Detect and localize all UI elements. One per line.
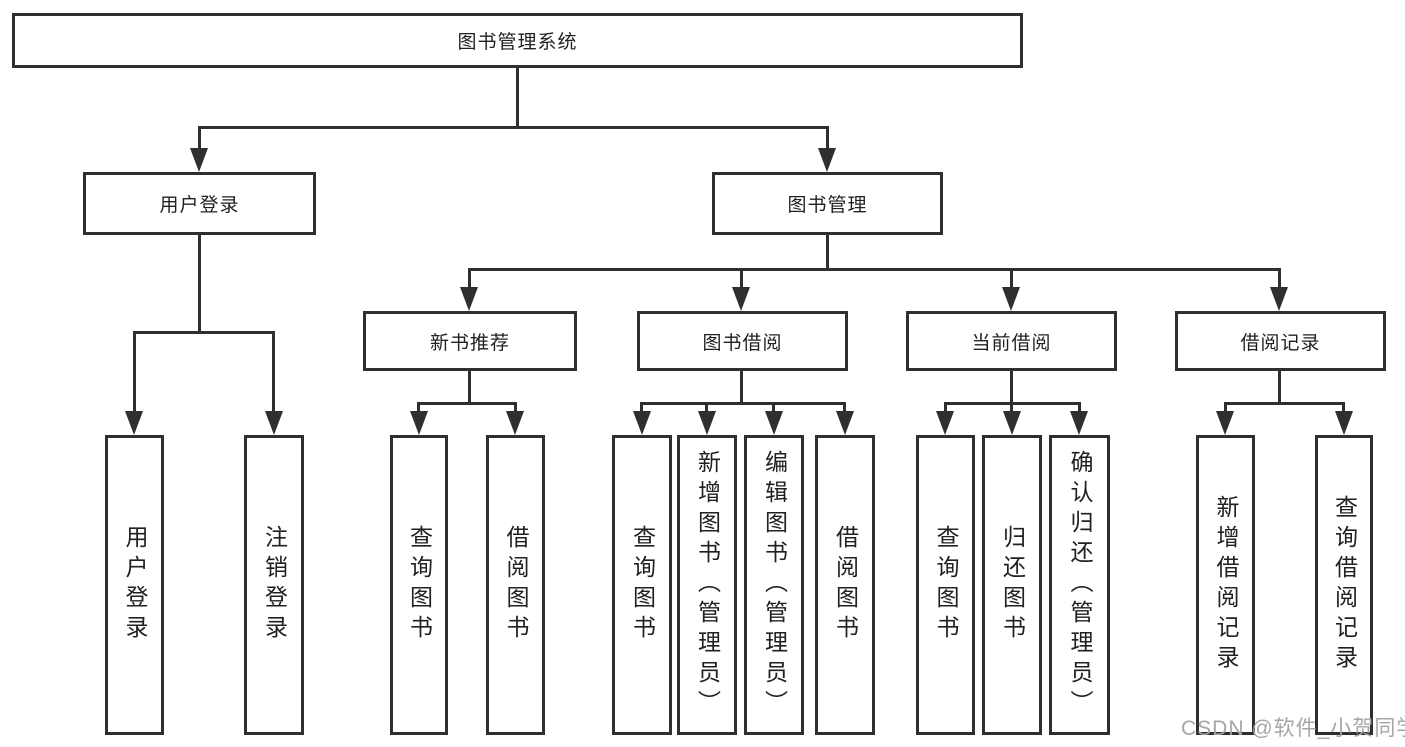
leaf-label: 查询图书 <box>629 525 656 645</box>
leaf-query-books-borrow: 查询图书 <box>612 435 672 735</box>
connector-line <box>772 402 775 415</box>
connector-line <box>740 371 743 405</box>
connector-line <box>1010 371 1013 405</box>
node-borrow-records: 借阅记录 <box>1175 311 1386 371</box>
connector-line <box>740 268 743 293</box>
leaf-borrow-books-recommend: 借阅图书 <box>486 435 545 735</box>
node-root-system: 图书管理系统 <box>12 13 1023 68</box>
connector-line <box>640 402 845 405</box>
arrow-down-icon <box>633 411 651 435</box>
leaf-label: 新增借阅记录 <box>1213 495 1239 675</box>
connector-line <box>1010 402 1013 415</box>
leaf-label: 查询借阅记录 <box>1331 495 1358 675</box>
leaf-user-login: 用户登录 <box>105 435 164 735</box>
connector-line <box>468 268 471 293</box>
arrow-down-icon <box>460 287 478 311</box>
arrow-down-icon <box>1070 411 1088 435</box>
leaf-edit-books-admin: 编辑图书（管理员） <box>744 435 804 735</box>
leaf-label: 查询图书 <box>933 525 959 645</box>
arrow-down-icon <box>265 411 283 435</box>
connector-line <box>514 402 517 415</box>
arrow-down-icon <box>125 411 143 435</box>
arrow-down-icon <box>698 411 716 435</box>
leaf-label: 用户登录 <box>122 525 148 645</box>
connector-line <box>826 235 829 271</box>
connector-line <box>516 68 519 128</box>
connector-line <box>198 126 829 129</box>
connector-line <box>133 331 275 334</box>
leaf-label: 编辑图书（管理员） <box>761 450 788 720</box>
connector-line <box>133 331 136 415</box>
connector-line <box>198 126 201 154</box>
connector-line <box>640 402 643 415</box>
leaf-confirm-return-admin: 确认归还（管理员） <box>1049 435 1110 735</box>
leaf-query-books-recommend: 查询图书 <box>390 435 448 735</box>
connector-line <box>1224 402 1227 415</box>
arrow-down-icon <box>936 411 954 435</box>
connector-line <box>468 268 1281 271</box>
connector-line <box>944 402 947 415</box>
connector-line <box>417 402 420 415</box>
arrow-down-icon <box>836 411 854 435</box>
leaf-return-books: 归还图书 <box>982 435 1042 735</box>
connector-line <box>198 235 201 334</box>
connector-line <box>1078 402 1081 415</box>
arrow-down-icon <box>506 411 524 435</box>
arrow-down-icon <box>765 411 783 435</box>
leaf-label: 注销登录 <box>261 525 288 645</box>
arrow-down-icon <box>732 287 750 311</box>
connector-line <box>417 402 517 405</box>
leaf-query-borrow-record: 查询借阅记录 <box>1315 435 1373 735</box>
connector-line <box>1224 402 1345 405</box>
arrow-down-icon <box>818 148 836 172</box>
arrow-down-icon <box>190 148 208 172</box>
connector-line <box>272 331 275 415</box>
leaf-label: 借阅图书 <box>832 525 859 645</box>
leaf-label: 新增图书（管理员） <box>694 450 721 720</box>
arrow-down-icon <box>1002 287 1020 311</box>
csdn-watermark: CSDN @软件_小贺同学 <box>1181 717 1405 740</box>
leaf-label: 借阅图书 <box>503 525 529 645</box>
leaf-label: 确认归还（管理员） <box>1067 450 1093 720</box>
node-book-borrow: 图书借阅 <box>637 311 848 371</box>
leaf-query-books-current: 查询图书 <box>916 435 975 735</box>
connector-line <box>1342 402 1345 415</box>
arrow-down-icon <box>1335 411 1353 435</box>
arrow-down-icon <box>1003 411 1021 435</box>
node-new-book-recommend: 新书推荐 <box>363 311 577 371</box>
leaf-add-books-admin: 新增图书（管理员） <box>677 435 737 735</box>
node-book-management: 图书管理 <box>712 172 943 235</box>
connector-line <box>843 402 846 415</box>
leaf-borrow-books: 借阅图书 <box>815 435 875 735</box>
node-user-login: 用户登录 <box>83 172 316 235</box>
arrow-down-icon <box>1216 411 1234 435</box>
connector-line <box>826 126 829 154</box>
node-current-borrow: 当前借阅 <box>906 311 1117 371</box>
connector-line <box>1278 371 1281 405</box>
leaf-label: 查询图书 <box>406 525 433 645</box>
arrow-down-icon <box>1270 287 1288 311</box>
connector-line <box>1278 268 1281 293</box>
connector-line <box>468 371 471 405</box>
connector-line <box>705 402 708 415</box>
leaf-add-borrow-record: 新增借阅记录 <box>1196 435 1255 735</box>
connector-line <box>1010 268 1013 293</box>
leaf-logout: 注销登录 <box>244 435 304 735</box>
arrow-down-icon <box>410 411 428 435</box>
leaf-label: 归还图书 <box>999 525 1026 645</box>
